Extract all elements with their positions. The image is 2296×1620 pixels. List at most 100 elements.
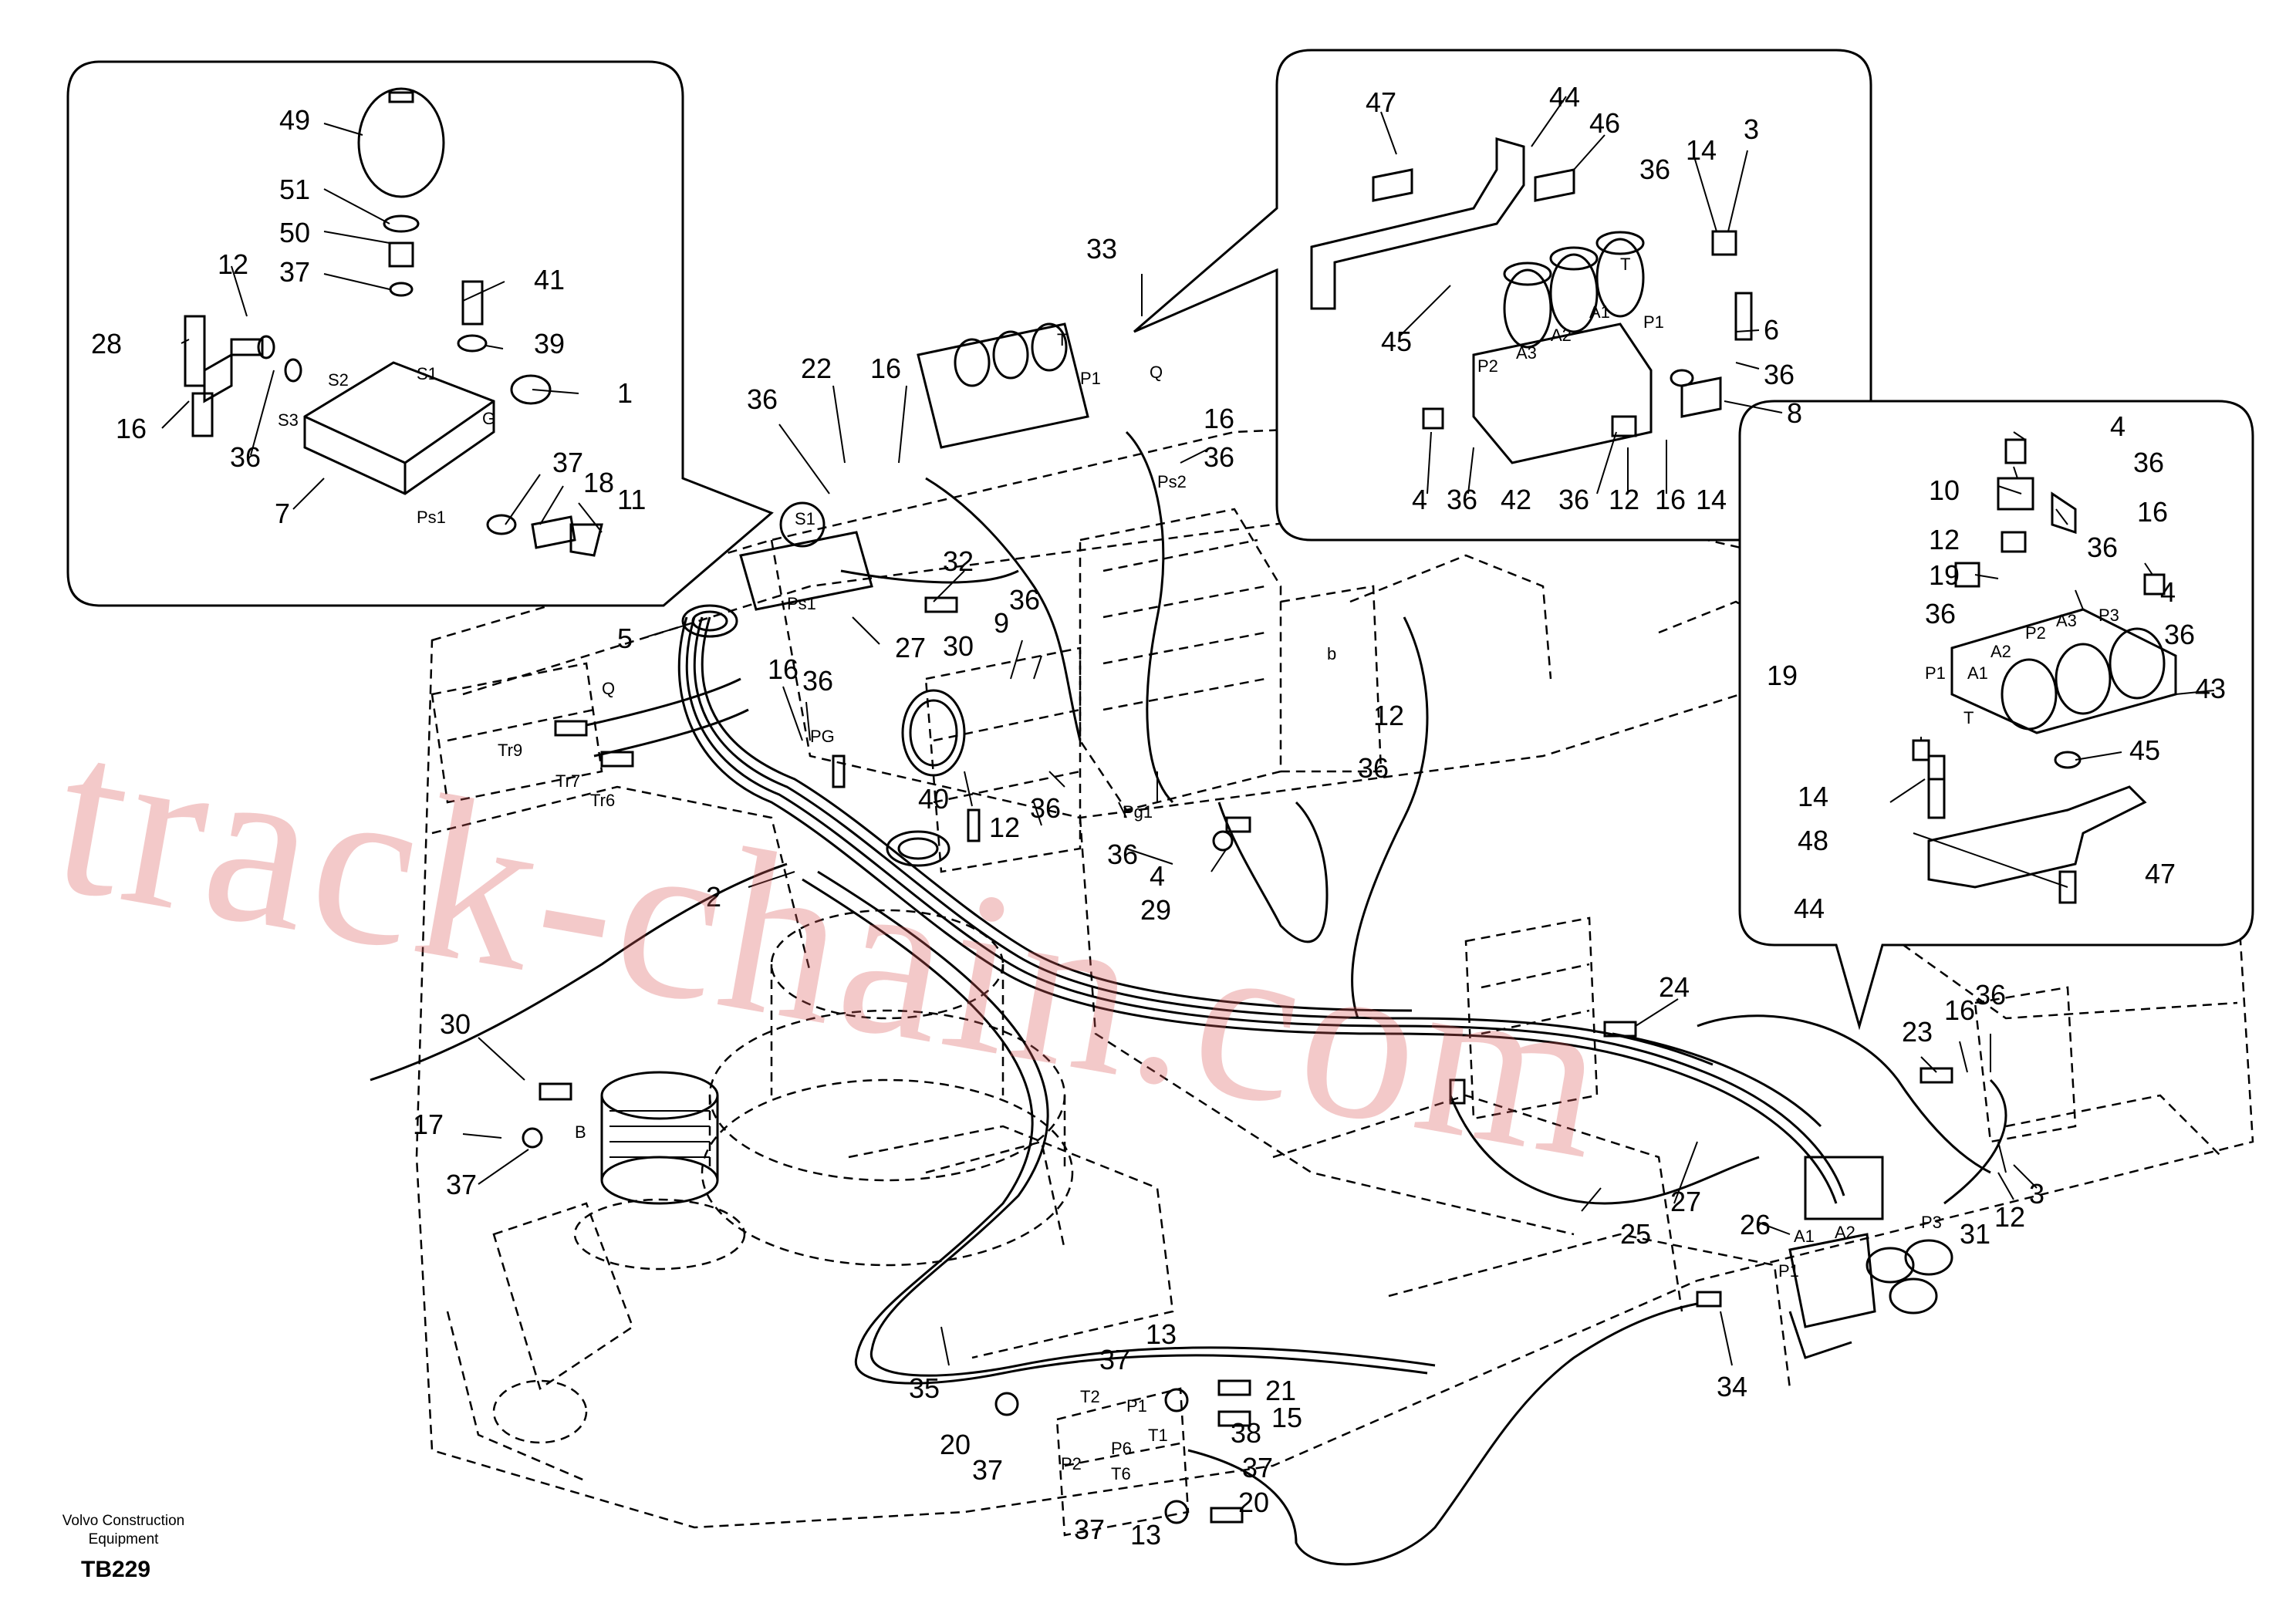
port-label: P2 <box>1477 356 1498 376</box>
port-label: T6 <box>1111 1464 1131 1483</box>
port-label: Tr7 <box>555 771 580 791</box>
callout: 30 <box>943 630 974 662</box>
callout: 4 <box>1150 860 1165 892</box>
port-label: Ps2 <box>1157 472 1187 491</box>
callout: 12 <box>218 248 248 280</box>
port-label: P3 <box>1921 1213 1942 1232</box>
callout: 37 <box>1099 1344 1130 1375</box>
callout-group-main: 33 22 16 36 16 36 32 5 27 30 9 36 16 36 … <box>413 233 2044 1551</box>
detail-right-valve <box>1738 400 2254 1031</box>
callout: 37 <box>552 447 583 478</box>
port-label: T <box>1963 708 1974 727</box>
port-labels-right: P3 A3 P2 A2 A1 P1 T <box>1925 606 2119 727</box>
callout: 37 <box>279 256 310 288</box>
callout: 30 <box>440 1008 471 1040</box>
port-label: S2 <box>328 370 349 390</box>
swing-motor <box>492 1071 746 1444</box>
callout: 43 <box>2195 673 2226 704</box>
callout: 13 <box>1146 1318 1177 1350</box>
callout-group-top-left: 49 51 50 37 41 12 28 39 1 16 36 7 37 18 … <box>91 104 646 529</box>
callout: 37 <box>1074 1514 1105 1545</box>
callout: 12 <box>989 812 1020 843</box>
callout: 16 <box>1944 994 1975 1026</box>
callout: 36 <box>2087 532 2118 563</box>
port-label: b <box>1327 644 1336 663</box>
port-label: P2 <box>2025 623 2046 643</box>
callout: 47 <box>1366 86 1396 118</box>
port-label: A2 <box>1835 1223 1855 1242</box>
port-label: A1 <box>1967 663 1988 683</box>
callout: 19 <box>1767 660 1798 691</box>
hose-grommets <box>681 604 966 867</box>
callout: 36 <box>802 665 833 697</box>
accumulator-block-main <box>739 322 1089 611</box>
callout: 38 <box>1231 1417 1261 1449</box>
callout: 19 <box>1929 559 1960 591</box>
callout: 4 <box>2110 410 2125 442</box>
port-label: P1 <box>1126 1396 1147 1416</box>
callout: 42 <box>1501 484 1531 515</box>
callout: 26 <box>1740 1209 1771 1240</box>
callout: 40 <box>918 783 949 815</box>
callout: 35 <box>909 1372 940 1404</box>
callout: 37 <box>446 1169 477 1200</box>
callout: 14 <box>1798 781 1828 812</box>
port-label: B <box>575 1122 586 1142</box>
callout: 10 <box>1929 474 1960 506</box>
callout: 4 <box>1412 484 1427 515</box>
callout: 45 <box>2129 734 2160 766</box>
port-labels-main: T P1 Q S1 Ps2 Ps1 Q Tr9 Tr7 Tr6 PG Pg1 b… <box>498 330 1942 1483</box>
leader-lines <box>161 96 2215 1366</box>
callout: 8 <box>1787 397 1802 429</box>
port-label: P1 <box>1925 663 1946 683</box>
callout: 13 <box>1130 1519 1161 1551</box>
callout: 25 <box>1620 1218 1651 1250</box>
callout: 7 <box>275 498 290 529</box>
callout: 50 <box>279 217 310 248</box>
callout-group-right: 4 36 10 16 12 36 19 4 36 36 43 19 45 14 … <box>1767 410 2226 924</box>
brand-line-1: Volvo Construction <box>62 1513 185 1529</box>
callout: 45 <box>1381 326 1412 357</box>
port-label: PG <box>810 727 835 746</box>
port-label: P1 <box>1778 1261 1799 1281</box>
port-label: A2 <box>1551 326 1572 345</box>
port-label: A1 <box>1794 1227 1815 1246</box>
callout: 36 <box>1204 441 1234 473</box>
port-label: Tr6 <box>590 791 615 810</box>
port-label: T1 <box>1148 1426 1168 1445</box>
callout: 9 <box>994 607 1009 639</box>
fittings <box>522 596 1953 1524</box>
port-label: A2 <box>1990 642 2011 661</box>
callout: 36 <box>1925 598 1956 629</box>
callout: 16 <box>1204 403 1234 434</box>
callout: 12 <box>1609 484 1639 515</box>
port-label: Ps1 <box>417 508 446 527</box>
callout: 16 <box>2137 496 2168 528</box>
callout: 36 <box>1975 979 2006 1011</box>
callout: 37 <box>1242 1452 1273 1483</box>
callout: 6 <box>1764 314 1779 346</box>
callout: 47 <box>2145 858 2176 889</box>
callout: 36 <box>1009 584 1040 616</box>
callout: 12 <box>1994 1201 2025 1233</box>
port-label: P3 <box>2098 606 2119 625</box>
callout: 17 <box>413 1109 444 1140</box>
callout: 37 <box>972 1454 1003 1486</box>
port-label: S1 <box>417 364 437 383</box>
callout: 44 <box>1794 893 1825 924</box>
callout: 20 <box>1238 1487 1269 1518</box>
callout: 16 <box>768 653 799 685</box>
brand-line-2: Equipment <box>88 1531 159 1547</box>
callout: 11 <box>617 484 646 515</box>
port-label: Q <box>602 679 615 698</box>
travel-valve-block <box>430 662 603 804</box>
main-control-valve <box>924 508 1383 873</box>
port-label: P1 <box>1080 369 1101 388</box>
callout: 44 <box>1549 81 1580 113</box>
port-label: T <box>1057 330 1067 349</box>
callout: 31 <box>1960 1218 1990 1250</box>
callout: 29 <box>1140 894 1171 926</box>
callout: 51 <box>279 174 310 205</box>
callout: 14 <box>1696 484 1727 515</box>
